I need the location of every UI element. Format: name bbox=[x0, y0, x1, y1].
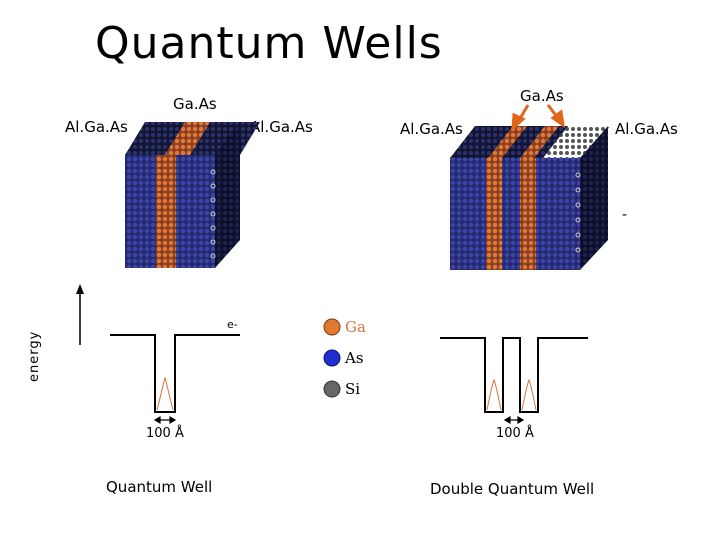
right-cube-side bbox=[580, 126, 608, 270]
energy-axis bbox=[76, 284, 84, 345]
energy-axis-label: energy bbox=[27, 330, 42, 382]
right-cube-top-white bbox=[543, 126, 610, 158]
left-gaas-label: Ga.As bbox=[173, 95, 217, 113]
right-caption: Double Quantum Well bbox=[430, 480, 595, 498]
legend-ga-dot bbox=[323, 318, 341, 336]
legend-as-label: As bbox=[345, 349, 364, 367]
electron-label: e- bbox=[227, 318, 238, 331]
left-caption: Quantum Well bbox=[106, 478, 213, 496]
legend-si-dot bbox=[323, 380, 341, 398]
double-well-wavefunction-2 bbox=[521, 378, 537, 411]
right-well-layer-2 bbox=[520, 158, 536, 270]
right-width-marker bbox=[503, 415, 525, 425]
right-cube-top-well-2 bbox=[520, 126, 559, 158]
legend-as-dot bbox=[323, 349, 341, 367]
right-well-layer-1 bbox=[486, 158, 502, 270]
double-well-profile bbox=[440, 337, 588, 413]
left-width-marker bbox=[153, 415, 177, 425]
left-algaas-left-label: Al.Ga.As bbox=[65, 118, 128, 136]
right-cube bbox=[450, 126, 610, 270]
page-title: Quantum Wells bbox=[95, 18, 443, 69]
gaas-pointer-arrows bbox=[511, 104, 566, 132]
right-gaas-label: Ga.As bbox=[520, 87, 564, 105]
left-cube-side bbox=[215, 122, 240, 268]
right-algaas-right-label: Al.Ga.As bbox=[615, 120, 678, 138]
left-quantum-well-layer bbox=[156, 155, 176, 268]
double-well-wavefunction-1 bbox=[486, 378, 502, 411]
right-cube-top-well-1 bbox=[488, 126, 527, 158]
left-cube-top-well bbox=[165, 122, 210, 155]
legend-ga-label: Ga bbox=[345, 318, 366, 336]
single-well-profile bbox=[110, 334, 240, 413]
minus-sign: - bbox=[622, 207, 628, 223]
single-well-wavefunction bbox=[156, 376, 174, 411]
right-algaas-left-label: Al.Ga.As bbox=[400, 120, 463, 138]
right-cube-front bbox=[450, 158, 580, 270]
left-algaas-right-label: Al.Ga.As bbox=[250, 118, 313, 136]
legend-si-label: Si bbox=[345, 380, 361, 398]
left-width-label: 100 Å bbox=[146, 426, 184, 441]
right-width-label: 100 Å bbox=[496, 426, 534, 441]
left-cube bbox=[125, 122, 260, 268]
